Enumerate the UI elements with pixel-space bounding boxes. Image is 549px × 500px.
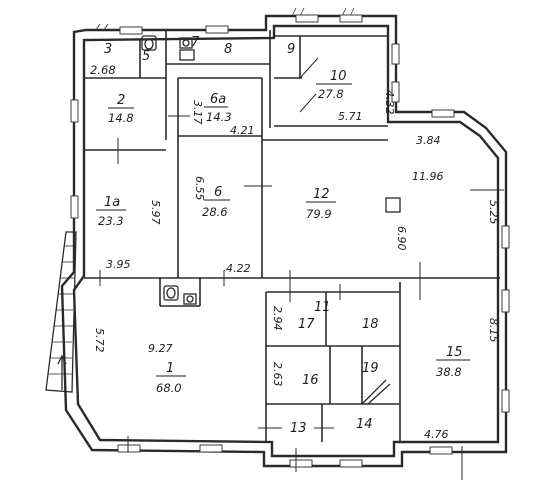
room-area: 27.8 (318, 87, 344, 101)
tick-marks (99, 57, 504, 480)
room-number: 1 (166, 361, 174, 376)
room-12-label: 12 79.9 (306, 187, 336, 221)
outer-walls (60, 14, 508, 468)
room-number: 17 (298, 317, 315, 332)
dimension-label: 6.90 (395, 226, 408, 251)
room-number: 2 (117, 93, 125, 108)
room-number: 12 (313, 187, 330, 202)
room-14-label: 14 (356, 417, 373, 432)
room-6-label: 6 28.6 (202, 185, 230, 219)
dimension-label: 5.71 (338, 110, 363, 123)
room-area: 14.3 (206, 110, 232, 124)
room-number: 19 (362, 361, 379, 376)
interior-walls (84, 30, 500, 442)
room-number: 13 (290, 421, 307, 436)
room-labels: 3 2.68 5 7 8 9 10 27.8 2 14.8 6a 14.3 (90, 35, 470, 436)
room-number: 3 (104, 42, 112, 57)
dimension-label: 5.72 (93, 328, 106, 353)
room-area: 28.6 (202, 205, 228, 219)
room-area: 23.3 (98, 214, 124, 228)
entrance-stair (45, 231, 77, 393)
room-number: 10 (330, 69, 347, 84)
dimension-label: 2.94 (271, 306, 284, 331)
room-1-label: 1 68.0 (156, 361, 186, 395)
room-number: 14 (356, 417, 373, 432)
room-10-label: 10 27.8 (316, 69, 352, 101)
dimension-label: 8.15 (487, 318, 500, 343)
dimension-label: 4.22 (226, 262, 251, 275)
room-1a-label: 1a 23.3 (96, 195, 126, 228)
room-area: 79.9 (306, 207, 332, 221)
room-6a-label: 6a 14.3 (204, 92, 232, 124)
dimension-label: 5.25 (487, 200, 500, 225)
room-number: 6a (210, 92, 226, 107)
dimension-label: 4.76 (424, 428, 449, 441)
room-7-label: 7 (191, 35, 200, 50)
dimension-label: 3.95 (106, 258, 131, 271)
dimension-label: 2.63 (271, 362, 284, 387)
dimension-label: 3.17 (191, 100, 204, 125)
room-17-label: 17 (298, 317, 315, 332)
room-5-label: 5 (142, 49, 150, 64)
room-area: 68.0 (156, 381, 182, 395)
room-number: 6 (214, 185, 222, 200)
room-area: 2.68 (90, 63, 116, 77)
dimension-label: 3.84 (416, 134, 441, 147)
room-2-label: 2 14.8 (108, 93, 134, 125)
room-19-label: 19 (362, 361, 379, 376)
dimension-label: 5.97 (149, 200, 162, 225)
room-number: 7 (191, 35, 200, 50)
dimension-label: 4.32 (383, 90, 396, 115)
dimension-label: 6.55 (193, 176, 206, 201)
room-number: 16 (302, 373, 319, 388)
windows (70, 14, 510, 468)
room-16-label: 16 (302, 373, 319, 388)
room-number: 5 (142, 49, 150, 64)
room-3-label: 3 2.68 (90, 42, 116, 77)
room-area: 14.8 (108, 111, 134, 125)
room-9-label: 9 (287, 42, 295, 57)
room-13-label: 13 (290, 421, 307, 436)
room-area: 38.8 (436, 365, 462, 379)
room-15-label: 15 38.8 (436, 345, 470, 379)
dimension-label: 4.21 (230, 124, 255, 137)
room-number: 11 (314, 300, 331, 315)
room-number: 8 (224, 42, 232, 57)
dimension-labels: 4.32 5.71 3.17 4.21 3.84 11.96 5.97 3.95… (93, 90, 500, 441)
room-number: 1a (104, 195, 120, 210)
dimension-label: 9.27 (148, 342, 173, 355)
sanitary-fixtures (141, 35, 401, 305)
room-11-label: 11 (314, 300, 331, 315)
room-number: 15 (446, 345, 463, 360)
room-8-label: 8 (224, 42, 232, 57)
dimension-label: 11.96 (412, 170, 444, 183)
room-number: 18 (362, 317, 379, 332)
room-18-label: 18 (362, 317, 379, 332)
room-number: 9 (287, 42, 295, 57)
